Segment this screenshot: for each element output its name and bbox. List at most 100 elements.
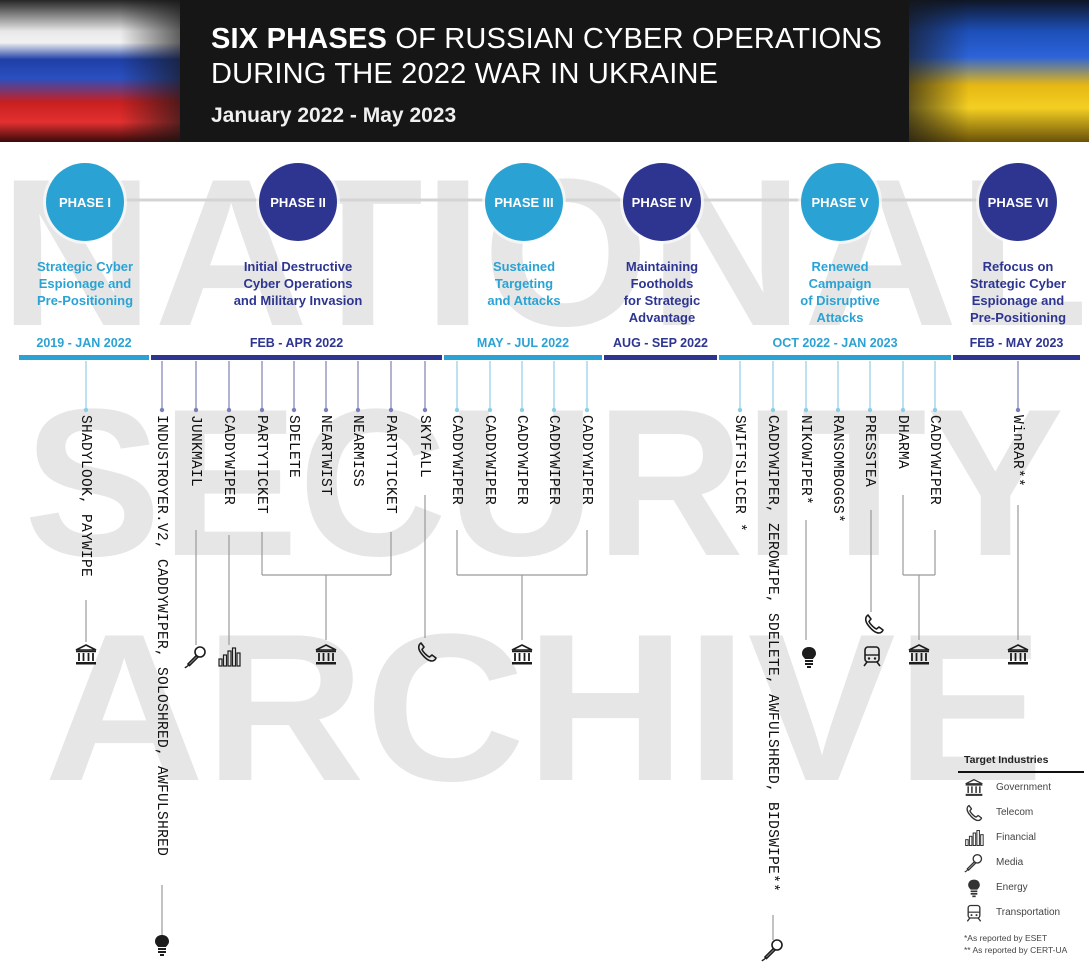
phase-description-line: Maintaining [625,259,699,274]
energy-icon [964,878,984,903]
connector-dot [900,407,906,413]
malware-label: SKYFALL [416,415,432,479]
phase-description-line: Pre-Positioning [969,310,1067,325]
period-label: OCT 2022 - JAN 2023 [772,336,898,350]
connector-dot [519,407,525,413]
period-line [444,355,602,360]
malware-label: DHARMA [894,415,910,470]
financial-icon [964,828,984,853]
period-label: MAY - JUL 2022 [476,336,570,350]
phase-circle: PHASE V [801,163,879,241]
connector-dot [932,407,938,413]
phase-circle: PHASE III [485,163,563,241]
period-label: FEB - MAY 2023 [969,336,1064,350]
phase-label: PHASE IV [631,194,693,210]
malware-label: CADDYWIPER [481,415,497,506]
government-icon [314,643,338,672]
legend-label: Transportation [996,907,1061,918]
legend-label: Media [996,857,1024,868]
phase-description-line: Campaign [808,276,872,291]
period-bar: FEB - MAY 2023 [953,333,1080,360]
phase-description-line: Attacks [816,310,864,325]
footnote-eset: *As reported by ESET [964,933,1048,943]
malware-label: RANSOMBOGGS* [829,415,845,524]
period-line [19,355,149,360]
phase-description-line: Espionage and [971,293,1065,308]
connector-dot [291,407,297,413]
phase-description-line: Footholds [630,276,694,291]
phase-circle: PHASE IV [623,163,701,241]
phase-description-line: Pre-Positioning [36,293,134,308]
watermark: NATIONAL SECURITY ARCHIVE [0,140,1089,825]
phase-description-line: Advantage [628,310,696,325]
malware-label: NIKOWIPER* [797,415,813,506]
header-banner: SIX PHASES OF RUSSIAN CYBER OPERATIONS D… [0,0,1089,142]
malware-label: CADDYWIPER [448,415,464,506]
legend-item: Energy [964,878,1084,900]
media-icon [761,938,785,967]
phase-description-line: Strategic Cyber [36,259,134,274]
period-label: FEB - APR 2022 [249,336,344,350]
connector-dot [770,407,776,413]
phase-description-line: Strategic Cyber [969,276,1067,291]
telecom-icon [964,803,984,828]
government-icon [1006,643,1030,672]
energy-icon [150,933,174,962]
malware-label: INDUSTROYER.V2, CADDYWIPER, SOLOSHRED, A… [153,415,169,857]
connector-dot [835,407,841,413]
title-line-1: SIX PHASES OF RUSSIAN CYBER OPERATIONS [211,23,882,55]
media-icon [964,853,984,878]
connector-dot [584,407,590,413]
watermark-line-2: SECURITY [24,365,1064,600]
telecom-icon [415,640,439,669]
malware-label: CADDYWIPER [578,415,594,506]
period-bar: AUG - SEP 2022 [604,333,717,360]
phase-description-line: and Military Invasion [233,293,363,308]
financial-icon [217,645,241,674]
legend-label: Telecom [996,807,1034,818]
title-line-2: DURING THE 2022 WAR IN UKRAINE [211,58,719,90]
legend-item: Media [964,853,1084,875]
phase-label: PHASE I [58,194,111,210]
phase-description-line: for Strategic [623,293,701,308]
energy-icon [797,645,821,674]
connector-dot [388,407,394,413]
connector-dot [803,407,809,413]
phase-circle: PHASE I [46,163,124,241]
period-label: AUG - SEP 2022 [613,336,708,350]
connector-dot [259,407,265,413]
connector-dot [454,407,460,413]
connector-dot [159,407,165,413]
legend-label: Energy [996,882,1028,893]
phase-circle: PHASE VI [979,163,1057,241]
malware-label: SDELETE [285,415,301,479]
malware-label: CADDYWIPER [545,415,561,506]
malware-label: PARTYTICKET [382,415,398,515]
malware-label: CADDYWIPER [926,415,942,506]
phase-description-line: of Disruptive [800,293,880,308]
government-icon [907,643,931,672]
telecom-icon [862,612,886,641]
period-line [953,355,1080,360]
period-bar: FEB - APR 2022 [151,333,442,360]
malware-label: CADDYWIPER, ZEROWIPE, SDELETE, AWFULSHRE… [764,415,780,893]
connector-dot [551,407,557,413]
phase-description-line: Espionage and [38,276,132,291]
footnote-cert-ua: ** As reported by CERT-UA [964,945,1068,955]
legend-label: Financial [996,832,1037,843]
connector-dot [422,407,428,413]
legend-item: Telecom [964,803,1084,825]
malware-label: JUNKMAIL [187,415,203,488]
legend-title: Target Industries [964,754,1049,766]
period-bar: OCT 2022 - JAN 2023 [719,333,951,360]
malware-label: PRESSTEA [861,415,877,488]
connector-dot [226,407,232,413]
malware-label: SHADYLOOK, PAYWIPE [77,415,93,578]
